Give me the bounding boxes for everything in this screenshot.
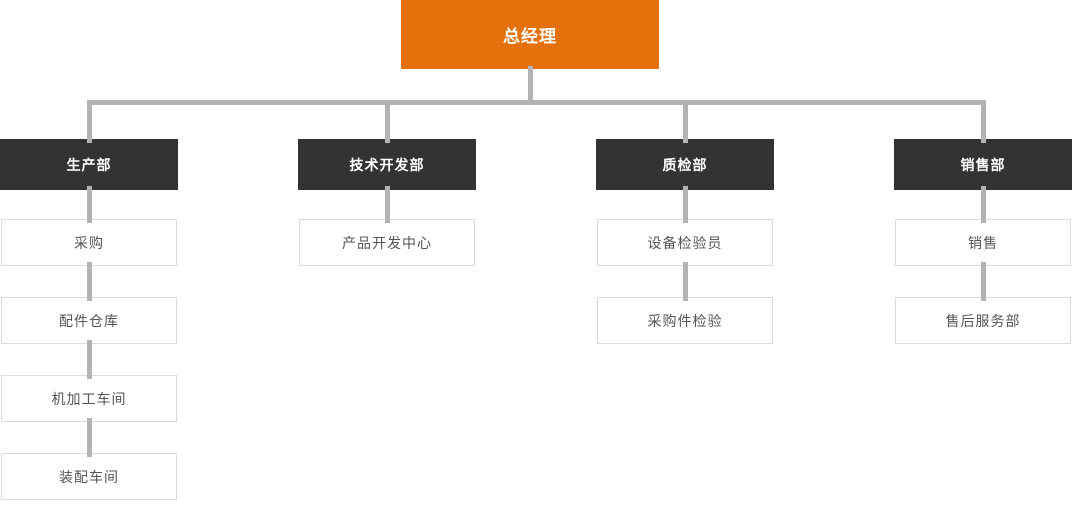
- org-node-label: 装配车间: [59, 469, 119, 486]
- org-node-label: 质检部: [662, 157, 708, 174]
- org-node-child-purchasing[interactable]: 采购: [1, 219, 177, 266]
- org-node-dept-production[interactable]: 生产部: [0, 139, 178, 190]
- connector-horizontal-rail: [86, 100, 986, 105]
- connector-line: [682, 186, 688, 223]
- org-node-label: 设备检验员: [647, 235, 723, 252]
- org-node-child-purchased-parts-inspection[interactable]: 采购件检验: [597, 297, 773, 344]
- connector-line: [86, 418, 92, 457]
- org-node-label: 配件仓库: [59, 313, 119, 330]
- org-node-label: 采购件检验: [647, 313, 723, 330]
- org-node-label: 机加工车间: [51, 391, 127, 408]
- org-node-child-parts-warehouse[interactable]: 配件仓库: [1, 297, 177, 344]
- connector-line: [86, 262, 92, 301]
- org-node-child-machining-workshop[interactable]: 机加工车间: [1, 375, 177, 422]
- org-node-label: 销售: [968, 235, 998, 252]
- connector-line: [682, 262, 688, 301]
- connector-line: [86, 186, 92, 223]
- org-node-child-after-sales-service[interactable]: 售后服务部: [895, 297, 1071, 344]
- connector-line: [86, 340, 92, 379]
- connector-stub-qc: [682, 100, 688, 143]
- org-node-child-sales[interactable]: 销售: [895, 219, 1071, 266]
- connector-stub-tech: [384, 100, 390, 143]
- connector-stub-production: [86, 100, 92, 143]
- connector-root-line: [527, 66, 533, 105]
- connector-line: [980, 262, 986, 301]
- org-node-root[interactable]: 总经理: [401, 0, 659, 69]
- org-node-child-equipment-inspector[interactable]: 设备检验员: [597, 219, 773, 266]
- org-node-child-product-dev-center[interactable]: 产品开发中心: [299, 219, 475, 266]
- org-node-label: 生产部: [66, 157, 112, 174]
- connector-stub-sales: [980, 100, 986, 143]
- org-node-label: 销售部: [960, 157, 1006, 174]
- connector-line: [980, 186, 986, 223]
- org-node-label: 技术开发部: [349, 157, 425, 174]
- org-node-dept-tech-development[interactable]: 技术开发部: [298, 139, 476, 190]
- org-node-child-assembly-workshop[interactable]: 装配车间: [1, 453, 177, 500]
- org-node-root-label: 总经理: [503, 27, 557, 47]
- connector-line: [384, 186, 390, 223]
- org-node-dept-sales[interactable]: 销售部: [894, 139, 1072, 190]
- org-node-label: 售后服务部: [945, 313, 1021, 330]
- org-node-label: 产品开发中心: [342, 235, 432, 252]
- org-node-label: 采购: [74, 235, 104, 252]
- org-node-dept-quality-inspection[interactable]: 质检部: [596, 139, 774, 190]
